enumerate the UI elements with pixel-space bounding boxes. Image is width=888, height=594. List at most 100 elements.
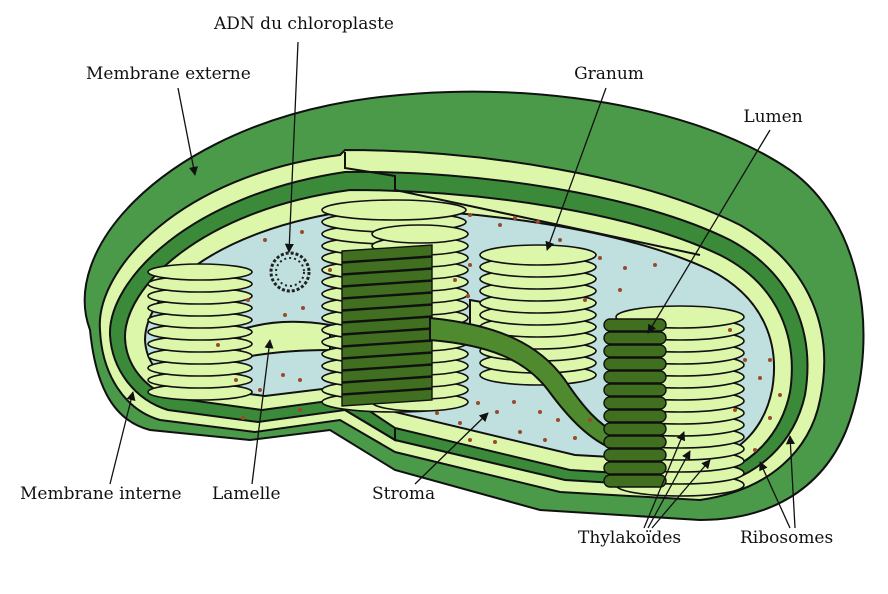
granum-slice xyxy=(603,357,667,371)
granum-cross-section-right xyxy=(603,318,667,488)
ribosome-dot xyxy=(283,313,287,317)
granum-slice xyxy=(341,304,433,323)
ribosome-dot xyxy=(513,216,517,220)
ribosome-dot xyxy=(493,440,497,444)
granum-top-right xyxy=(479,244,597,386)
ribosome-dot xyxy=(300,230,304,234)
cut-face-bottom xyxy=(344,409,396,442)
ribosome-dot xyxy=(768,416,772,420)
ribosome-dot xyxy=(653,263,657,267)
ribosome-dot xyxy=(468,213,472,217)
granum-slice xyxy=(341,292,433,311)
pointer-thylakoid-1 xyxy=(643,431,686,529)
granum-slice xyxy=(603,396,667,410)
ribosome-dot xyxy=(468,263,472,267)
ribosome-dot xyxy=(263,238,267,242)
ribosome-dot xyxy=(241,416,245,420)
granum-slice xyxy=(603,344,667,358)
ribosome-dot xyxy=(768,358,772,362)
granum-slice xyxy=(341,268,433,287)
thylakoid-disc xyxy=(371,224,469,244)
ribosome-dot xyxy=(543,438,547,442)
ribosome-dot xyxy=(733,408,737,412)
granum-slice xyxy=(603,461,667,475)
granum-slice xyxy=(603,383,667,397)
thylakoid-disc xyxy=(479,244,597,266)
thylakoid-disc xyxy=(147,263,253,281)
ribosome-dot xyxy=(573,436,577,440)
ribosome-dot xyxy=(518,430,522,434)
granum-slice xyxy=(341,340,433,359)
label-granum: Granum xyxy=(574,64,644,84)
label-adn: ADN du chloroplaste xyxy=(214,14,394,34)
granum-slice xyxy=(341,256,433,275)
ribosome-dot xyxy=(512,400,516,404)
granum-slice xyxy=(341,244,433,263)
thylakoid-disc xyxy=(321,199,467,221)
pointer-ribosome-2 xyxy=(785,435,796,529)
ribosome-dot xyxy=(495,410,499,414)
ribosome-dot xyxy=(618,288,622,292)
granum-slice xyxy=(341,388,433,407)
ribosome-dot xyxy=(453,278,457,282)
ribosome-dot xyxy=(588,418,592,422)
granum-slice xyxy=(603,370,667,384)
granum-slice xyxy=(341,364,433,383)
ribosome-dot xyxy=(498,223,502,227)
label-lumen: Lumen xyxy=(743,107,803,127)
label-membrane-externe: Membrane externe xyxy=(86,64,251,84)
label-thylakoides: Thylakoïdes xyxy=(578,528,682,548)
ribosome-dot xyxy=(298,408,302,412)
ribosome-dot xyxy=(558,238,562,242)
ribosome-dot xyxy=(246,298,250,302)
pointer-thylakoid-3 xyxy=(651,459,711,529)
granum-slice xyxy=(603,331,667,345)
ribosome-dot xyxy=(234,378,238,382)
ribosome-dot xyxy=(435,411,439,415)
ribosome-dot xyxy=(536,220,540,224)
label-stroma: Stroma xyxy=(372,484,436,504)
granum-slice xyxy=(603,448,667,462)
pointer-adn xyxy=(284,41,299,253)
granum-slice xyxy=(603,422,667,436)
granum-slice xyxy=(341,352,433,371)
cut-face-top xyxy=(344,152,701,256)
ribosomes-dots xyxy=(216,213,782,452)
granum-slice xyxy=(341,280,433,299)
dna-ring xyxy=(269,251,311,293)
ribosome-dot xyxy=(753,448,757,452)
ribosome-dot xyxy=(328,268,332,272)
granum-slice xyxy=(603,474,667,488)
ribosome-dot xyxy=(468,438,472,442)
granum-slice xyxy=(603,318,667,332)
pointer-lines xyxy=(109,41,796,529)
ribosome-dot xyxy=(216,343,220,347)
pointer-membrane-interne xyxy=(109,391,136,485)
ribosome-dot xyxy=(466,294,470,298)
ribosome-dot xyxy=(281,373,285,377)
pointer-lumen xyxy=(647,129,771,334)
ribosome-dot xyxy=(583,298,587,302)
pointer-membrane-externe xyxy=(177,87,198,176)
ribosome-dot xyxy=(598,256,602,260)
ribosome-dot xyxy=(538,410,542,414)
label-membrane-interne: Membrane interne xyxy=(20,484,182,504)
pointer-granum xyxy=(545,87,607,251)
granum-slice xyxy=(341,376,433,395)
ribosome-dot xyxy=(476,401,480,405)
ribosome-dot xyxy=(623,266,627,270)
ribosome-dot xyxy=(301,306,305,310)
pointer-ribosome-1 xyxy=(759,461,791,529)
label-lamelle: Lamelle xyxy=(212,484,281,504)
granum-cross-section-center xyxy=(341,244,433,407)
ribosome-dot xyxy=(743,358,747,362)
pointer-stroma xyxy=(414,412,489,485)
ribosome-dot xyxy=(458,421,462,425)
granum-left xyxy=(147,263,253,401)
pointer-lamelle xyxy=(251,339,274,485)
ribosome-dot xyxy=(258,388,262,392)
ribosome-dot xyxy=(298,378,302,382)
ribosome-dot xyxy=(728,328,732,332)
